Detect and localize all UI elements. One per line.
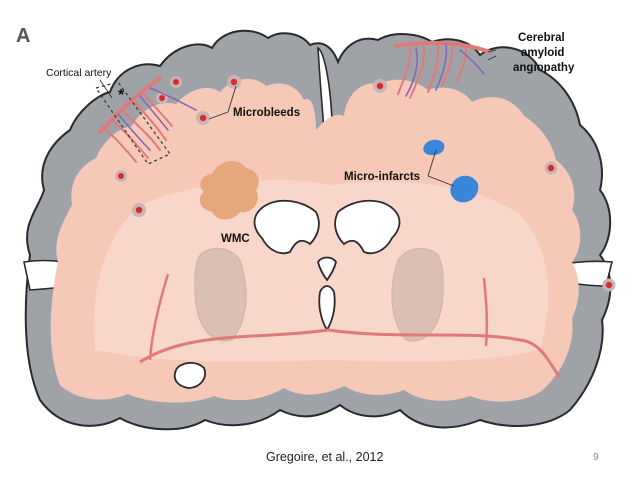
micro-infarct-2 xyxy=(450,175,479,203)
lenticulostriate-right xyxy=(482,277,489,347)
right-lateral-ventricle xyxy=(334,199,401,255)
cortical-artery-vessels xyxy=(98,76,197,163)
third-ventricle-lower xyxy=(318,285,336,332)
microbleed xyxy=(376,82,384,90)
microbleeds-label: Microbleeds xyxy=(233,107,300,119)
wmc-lesion xyxy=(199,161,259,220)
middle-cerebral-artery xyxy=(139,328,562,379)
microbleed xyxy=(605,281,613,289)
microbleed xyxy=(118,173,124,179)
citation: Gregoire, et al., 2012 xyxy=(266,450,384,464)
caa-label-line1: Cerebral xyxy=(518,32,565,44)
micro-infarcts-label: Micro-infarcts xyxy=(344,171,420,183)
microbleeds-group xyxy=(115,75,616,292)
cortical-artery-label: Cortical artery xyxy=(46,67,112,79)
temporal-horn xyxy=(173,362,206,389)
caa-label-line3: angiopathy xyxy=(513,62,575,74)
wmc-label: WMC xyxy=(221,233,250,245)
caa-vessels xyxy=(394,40,492,99)
caa-label-line2: amyloid xyxy=(521,47,564,59)
microbleed xyxy=(173,79,179,85)
micro-infarct-1 xyxy=(423,139,445,156)
microbleed xyxy=(230,78,238,86)
left-lateral-ventricle xyxy=(253,199,320,255)
asterisk: * xyxy=(118,87,125,104)
page-number: 9 xyxy=(593,452,599,463)
microbleed xyxy=(135,206,143,214)
right-basal-ganglia xyxy=(391,247,444,342)
leader-lines xyxy=(99,49,497,187)
panel-label: A xyxy=(16,25,30,47)
microbleed xyxy=(199,114,207,122)
microbleed xyxy=(547,164,555,172)
lenticulostriate-left xyxy=(148,273,170,361)
microbleed xyxy=(159,95,165,101)
third-ventricle-upper xyxy=(317,256,337,282)
left-basal-ganglia xyxy=(194,247,247,342)
